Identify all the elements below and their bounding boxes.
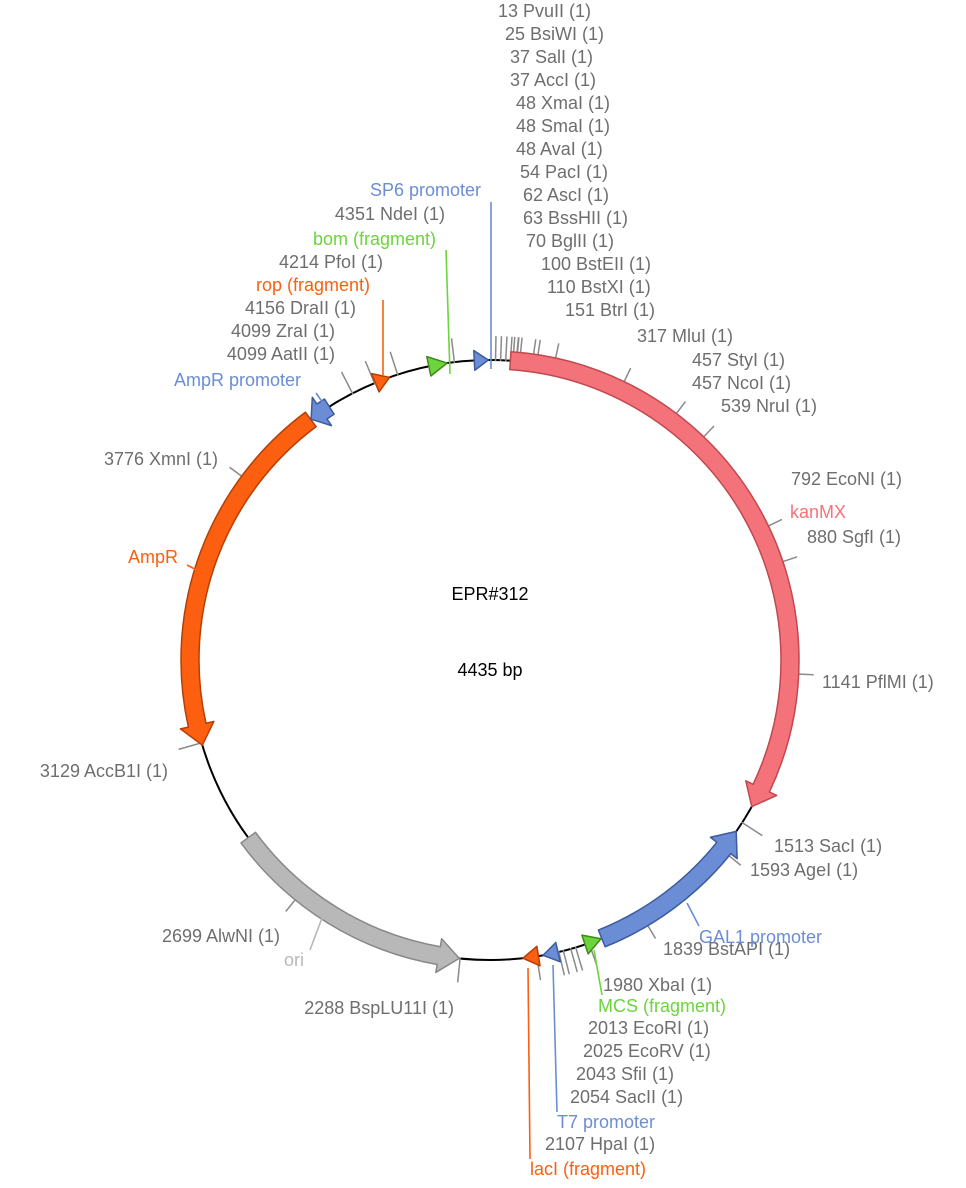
leader-AmpR-promoter xyxy=(315,392,331,414)
site-label-457-ncoi-1: 457 NcoI (1) xyxy=(692,373,791,393)
feature-label-GAL1-promoter: GAL1 promoter xyxy=(699,927,822,947)
feature-label-SP6-promoter: SP6 promoter xyxy=(370,180,481,200)
feature-T7-promoter xyxy=(542,941,562,963)
site-label-1839-bstapi-1: 1839 BstAPI (1) xyxy=(663,939,790,959)
leader-ori xyxy=(309,917,323,951)
feature-label-bom: bom (fragment) xyxy=(313,229,436,249)
feature-leader-lines xyxy=(186,202,700,1160)
site-label-62-asci-1: 62 AscI (1) xyxy=(523,185,609,205)
site-label-70-bglii-1: 70 BglII (1) xyxy=(526,231,614,251)
site-tick-2043 xyxy=(562,949,571,975)
leader-bom xyxy=(445,249,451,375)
site-tick-3129 xyxy=(178,741,203,751)
site-tick-4156 xyxy=(364,360,376,385)
site-label-4351-ndei-1: 4351 NdeI (1) xyxy=(335,204,445,224)
leader-T7-promoter xyxy=(552,964,558,1113)
feature-AmpR xyxy=(179,411,317,746)
site-label-25-bsiwi-1: 25 BsiWI (1) xyxy=(505,24,604,44)
site-label-317-mlui-1: 317 MluI (1) xyxy=(637,326,733,346)
feature-label-kanMX: kanMX xyxy=(790,502,846,522)
feature-rop xyxy=(370,372,391,393)
site-label-880-sgfi-1: 880 SgfI (1) xyxy=(807,527,901,547)
site-label-2288-bsplu11i-1: 2288 BspLU11I (1) xyxy=(304,998,454,1018)
site-label-37-acci-1: 37 AccI (1) xyxy=(510,70,596,90)
site-label-457-styi-1: 457 StyI (1) xyxy=(692,350,785,370)
feature-label-AmpR-promoter: AmpR promoter xyxy=(174,370,301,390)
site-tick-2013 xyxy=(574,946,584,971)
site-label-151-btri-1: 151 BtrI (1) xyxy=(565,300,655,320)
plasmid-name: EPR#312 xyxy=(451,584,528,604)
leader-GAL1-promoter xyxy=(686,902,700,927)
site-label-100-bsteii-1: 100 BstEII (1) xyxy=(541,254,651,274)
feature-label-AmpR: AmpR xyxy=(128,547,178,567)
feature-bom xyxy=(426,355,448,377)
site-label-4099-zrai-1: 4099 ZraI (1) xyxy=(231,321,335,341)
site-tick-4214 xyxy=(389,351,399,376)
feature-AmpR-promoter xyxy=(310,396,335,427)
site-label-48-smai-1: 48 SmaI (1) xyxy=(516,116,610,136)
site-label-63-bsshii-1: 63 BssHII (1) xyxy=(523,208,628,228)
site-label-1141-pflmi-1: 1141 PflMI (1) xyxy=(822,672,934,692)
feature-SP6-promoter xyxy=(473,349,490,372)
site-tick-2025 xyxy=(569,947,578,973)
leader-AmpR xyxy=(186,564,209,577)
site-label-13-pvuii-1: 13 PvuII (1) xyxy=(498,1,591,21)
site-label-2054-sacii-1: 2054 SacII (1) xyxy=(570,1087,683,1107)
feature-label-MCS: MCS (fragment) xyxy=(598,996,726,1016)
site-tick-37 xyxy=(504,336,508,362)
feature-label-T7-promoter: T7 promoter xyxy=(557,1112,655,1132)
feature-arrows xyxy=(179,349,800,974)
site-tick-2288 xyxy=(456,957,461,983)
site-label-4214-pfoi-1: 4214 PfoI (1) xyxy=(279,252,383,272)
site-label-4099-aatii-1: 4099 AatII (1) xyxy=(227,344,335,364)
site-label-2043-sfii-1: 2043 SfiI (1) xyxy=(576,1064,674,1084)
site-label-37-sali-1: 37 SalI (1) xyxy=(510,47,593,67)
site-label-1513-saci-1: 1513 SacI (1) xyxy=(774,836,882,856)
leader-MCS xyxy=(593,949,603,996)
leader-lacI xyxy=(527,967,531,1160)
site-tick-1513 xyxy=(740,821,763,837)
site-label-2107-hpai-1: 2107 HpaI (1) xyxy=(545,1134,655,1154)
site-label-2013-ecori-1: 2013 EcoRI (1) xyxy=(588,1018,709,1038)
site-label-2025-ecorv-1: 2025 EcoRV (1) xyxy=(583,1041,711,1061)
feature-label-ori: ori xyxy=(284,950,304,970)
site-label-792-econi-1: 792 EcoNI (1) xyxy=(791,469,902,489)
site-label-3129-accb1i-1: 3129 AccB1I (1) xyxy=(40,761,168,781)
feature-label-rop: rop (fragment) xyxy=(256,275,370,295)
feature-lacI xyxy=(522,945,541,967)
site-tick-2054 xyxy=(557,950,566,976)
feature-MCS xyxy=(581,934,602,955)
site-labels: 13 PvuII (1) 25 BsiWI (1) 37 SalI (1) 37 Ac… xyxy=(40,1,934,1154)
site-tick-4351 xyxy=(450,338,456,364)
feature-kanMX xyxy=(509,350,800,808)
site-label-1593-agei-1: 1593 AgeI (1) xyxy=(750,860,858,880)
site-label-48-avai-1: 48 AvaI (1) xyxy=(516,139,603,159)
feature-label-lacI: lacI (fragment) xyxy=(530,1159,646,1179)
site-tick-4099 xyxy=(340,371,354,395)
site-label-48-xmai-1: 48 XmaI (1) xyxy=(516,93,610,113)
site-label-110-bstxi-1: 110 BstXI (1) xyxy=(547,277,651,297)
feature-ori xyxy=(240,831,460,974)
plasmid-size: 4435 bp xyxy=(457,660,522,680)
site-label-54-paci-1: 54 PacI (1) xyxy=(520,162,608,182)
site-tick-25 xyxy=(499,336,503,362)
feature-GAL1-promoter xyxy=(597,830,738,948)
site-label-4156-draii-1: 4156 DraII (1) xyxy=(245,298,356,318)
site-label-3776-xmni-1: 3776 XmnI (1) xyxy=(104,449,218,469)
site-label-539-nrui-1: 539 NruI (1) xyxy=(721,396,817,416)
site-label-2699-alwni-1: 2699 AlwNI (1) xyxy=(162,926,280,946)
site-label-1980-xbai-1: 1980 XbaI (1) xyxy=(603,975,712,995)
